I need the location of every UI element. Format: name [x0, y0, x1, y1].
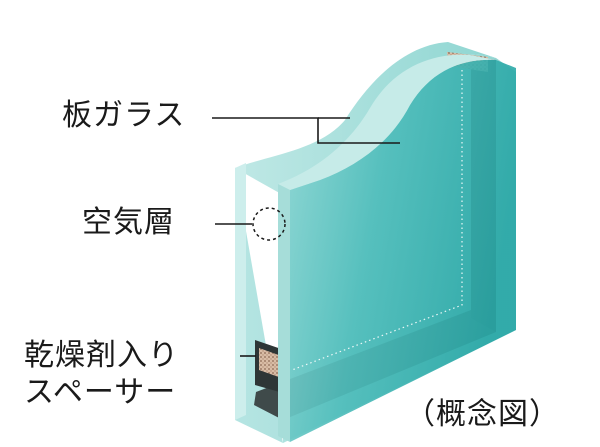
air-layer-marker	[252, 207, 286, 241]
spacer-label-line2: スペーサー	[24, 375, 177, 410]
front-glass-top-edge	[278, 54, 496, 190]
glass-label: 板ガラス	[62, 98, 186, 133]
outer-pane-left-edge	[235, 163, 246, 420]
air-layer-boundary	[291, 70, 463, 371]
spacer-label-line1: 乾燥剤入り	[24, 338, 179, 373]
glass-leader	[212, 117, 400, 144]
concept-note: （概念図）	[405, 397, 560, 432]
front-glass-left-edge	[278, 184, 290, 442]
air-layer-label: 空気層	[82, 205, 175, 240]
front-glass-pane	[290, 59, 516, 442]
leader-lines	[212, 117, 400, 357]
